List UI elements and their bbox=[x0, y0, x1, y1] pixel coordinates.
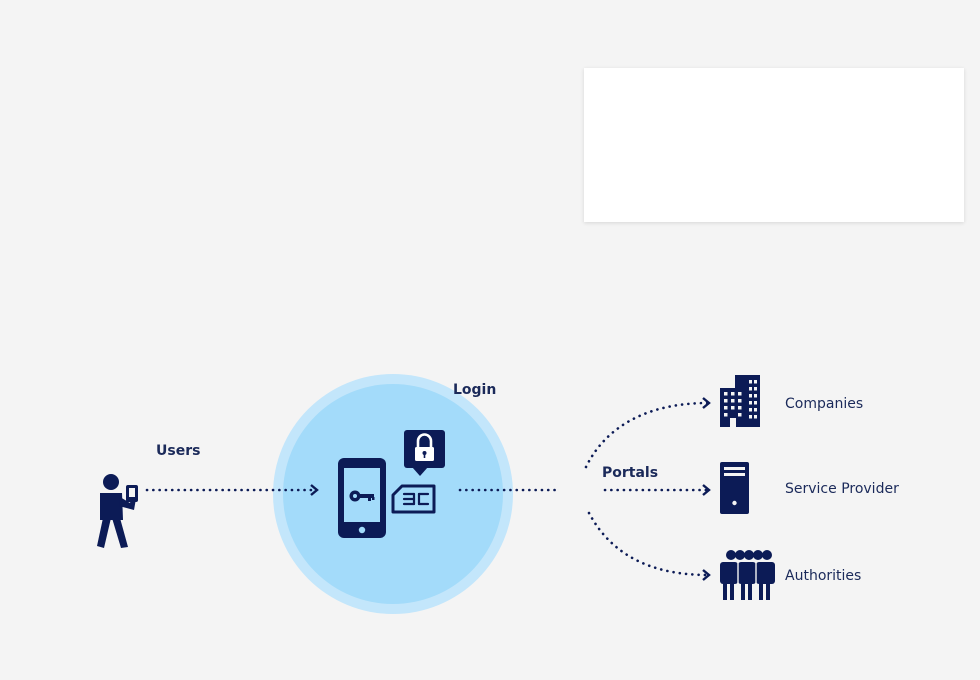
office-building-icon bbox=[720, 375, 760, 427]
service-provider-label: Service Provider bbox=[785, 481, 899, 497]
users-label: Users bbox=[156, 443, 201, 459]
padlock-speech-bubble-icon bbox=[404, 430, 445, 476]
sim-card-icon bbox=[391, 484, 436, 514]
companies-label: Companies bbox=[785, 396, 864, 412]
portals-label: Portals bbox=[602, 465, 659, 481]
group-of-people-icon bbox=[720, 550, 775, 600]
arrow-to-authorities bbox=[587, 511, 711, 581]
blank-info-card bbox=[584, 68, 964, 222]
login-label: Login bbox=[453, 382, 497, 398]
person-with-phone-icon bbox=[97, 474, 138, 548]
smartphone-key-icon bbox=[338, 458, 386, 538]
authorities-label: Authorities bbox=[785, 568, 862, 584]
server-icon bbox=[720, 462, 749, 514]
arrow-to-companies bbox=[584, 397, 711, 469]
